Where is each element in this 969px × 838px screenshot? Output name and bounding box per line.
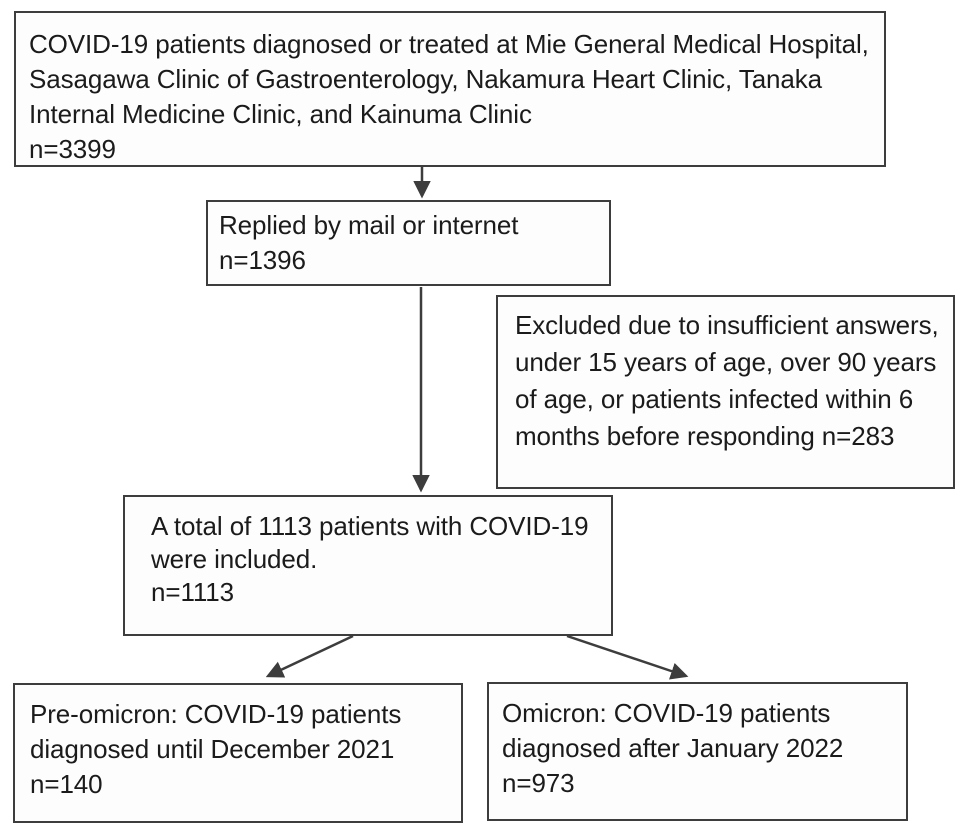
edge-included-to-preomicron <box>265 634 354 678</box>
node-excluded: Excluded due to insufficient answers, un… <box>496 295 955 489</box>
node-replied-text: Replied by mail or internet n=1396 <box>219 210 519 275</box>
node-pre-omicron-group-text: Pre-omicron: COVID-19 patients diagnosed… <box>30 699 402 799</box>
node-omicron-group: Omicron: COVID-19 patients diagnosed aft… <box>487 682 908 821</box>
node-pre-omicron-group: Pre-omicron: COVID-19 patients diagnosed… <box>13 683 463 823</box>
node-omicron-group-text: Omicron: COVID-19 patients diagnosed aft… <box>502 698 844 798</box>
node-included: A total of 1113 patients with COVID-19 w… <box>123 495 613 636</box>
node-source-population: COVID-19 patients diagnosed or treated a… <box>14 11 886 167</box>
node-included-text: A total of 1113 patients with COVID-19 w… <box>151 511 589 607</box>
edge-included-to-omicron <box>566 634 689 680</box>
node-source-population-text: COVID-19 patients diagnosed or treated a… <box>29 29 869 164</box>
node-replied: Replied by mail or internet n=1396 <box>206 200 611 286</box>
node-excluded-text: Excluded due to insufficient answers, un… <box>515 310 939 451</box>
